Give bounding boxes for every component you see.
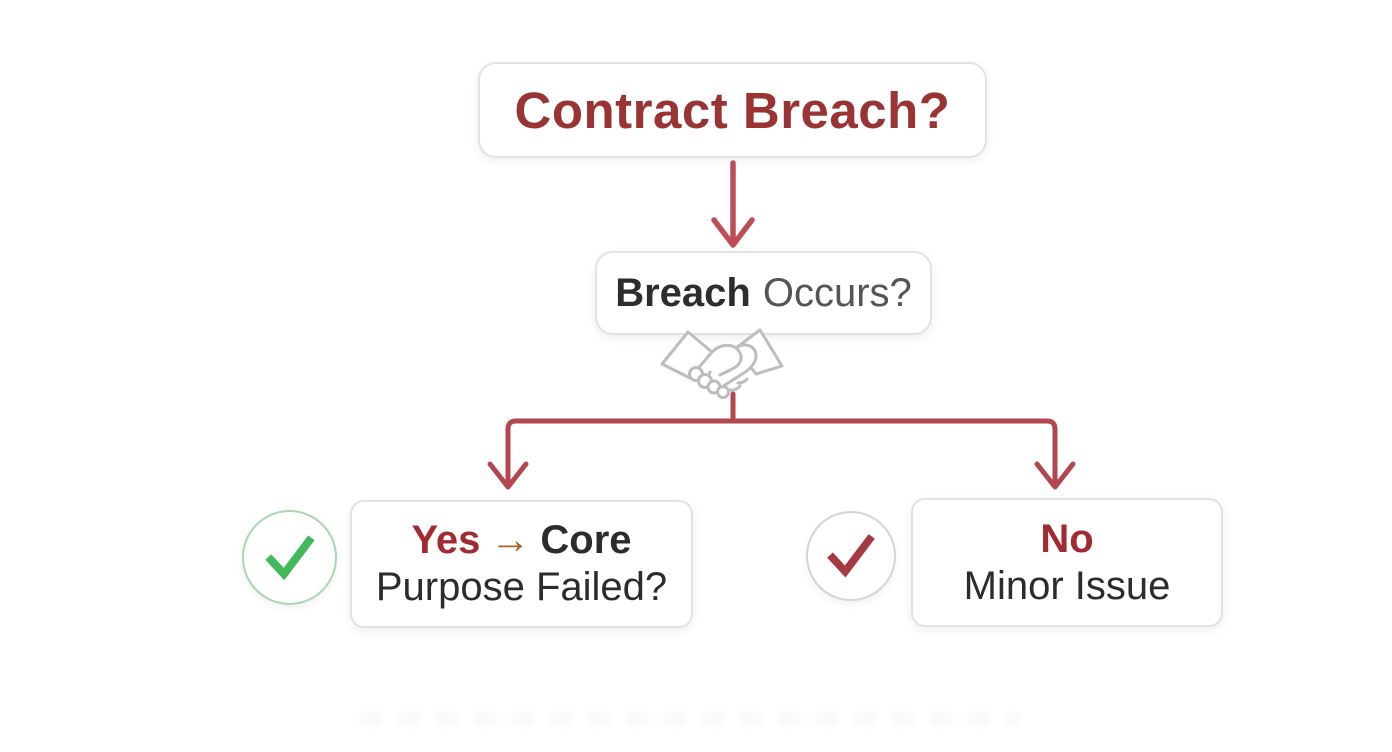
node-contract-breach-label: Contract Breach? — [514, 81, 951, 139]
branch-connector — [487, 391, 1076, 490]
ghost-watermark — [360, 712, 1020, 726]
right-arrow-glyph: → — [490, 518, 531, 562]
decision-word-bold: Breach — [615, 270, 751, 315]
green-check-icon — [264, 534, 315, 580]
node-no-minor-issue: No Minor Issue — [911, 498, 1223, 627]
yes-line1-rest: Core — [540, 518, 632, 562]
no-check-badge — [806, 511, 896, 601]
handshake-icon — [660, 328, 784, 399]
no-node-line2: Minor Issue — [963, 563, 1171, 608]
node-breach-occurs: Breach Occurs? — [595, 251, 932, 335]
node-yes-core-purpose: Yes→Core Purpose Failed? — [350, 500, 693, 628]
red-check-icon — [827, 534, 875, 578]
node-contract-breach: Contract Breach? — [478, 62, 987, 158]
down-arrow-icon — [711, 160, 755, 248]
yes-node-line2: Purpose Failed? — [375, 565, 668, 609]
no-keyword: No — [1040, 516, 1094, 561]
decision-word-gray: Occurs? — [762, 270, 912, 315]
yes-keyword: Yes — [411, 518, 481, 562]
yes-node-line1: Yes→Core — [411, 517, 631, 564]
yes-check-badge — [242, 510, 337, 605]
